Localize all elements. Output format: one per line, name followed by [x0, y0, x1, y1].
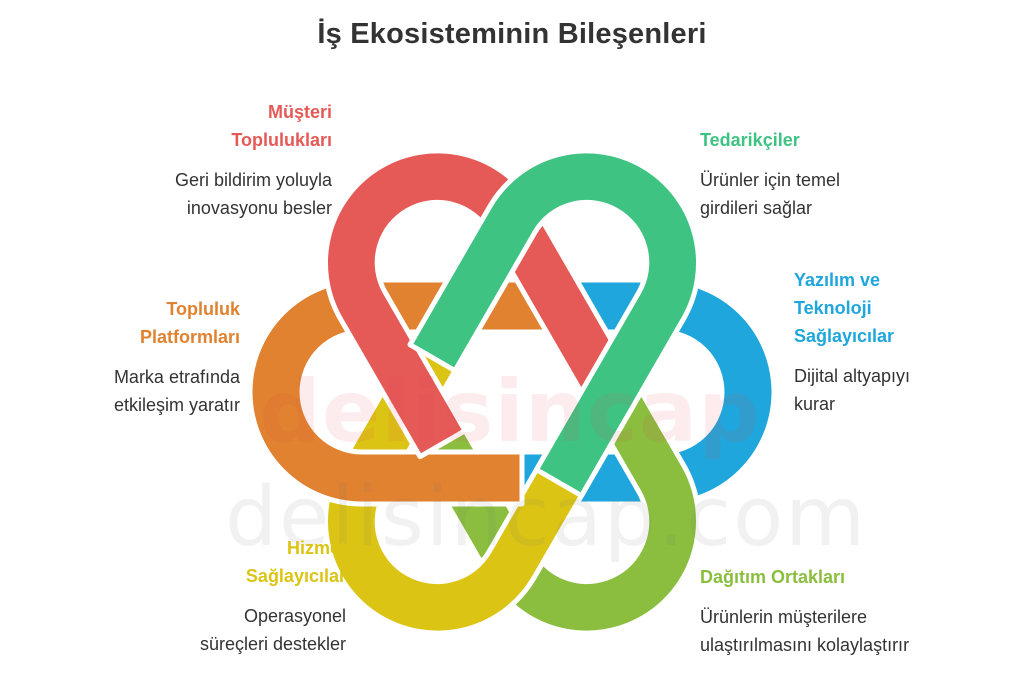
topluluk-title-line-2: Platformları: [139, 327, 240, 347]
yazilim-desc-line-2: kurar: [794, 394, 836, 414]
tedarik-title: Tedarikçiler: [700, 126, 1000, 154]
hizmet-desc-line-1: Operasyonel: [243, 606, 346, 626]
hizmet-desc-line-2: süreçleri destekler: [199, 634, 346, 654]
yazilim-description: Dijital altyapıyı kurar: [794, 362, 1004, 418]
dagitim-description: Ürünlerin müşterilere ulaştırılmasını ko…: [700, 603, 1010, 659]
dagitim-desc-line-2: ulaştırılmasını kolaylaştırır: [700, 635, 910, 655]
hizmet-title-line-2: Sağlayıcılar: [245, 566, 346, 586]
musteri-desc-line-1: Geri bildirim yoluyla: [174, 170, 332, 190]
hizmet-description: Operasyonel süreçleri destekler: [80, 602, 346, 658]
yazilim-desc-line-1: Dijital altyapıyı: [794, 366, 911, 386]
topluluk-title-line-1: Topluluk: [166, 299, 240, 319]
dagitim-title: Dağıtım Ortakları: [700, 563, 1010, 591]
yazilim-title-line-3: Sağlayıcılar: [794, 326, 895, 346]
dagitim-title-line-1: Dağıtım Ortakları: [700, 567, 846, 587]
musteri-desc-line-2: inovasyonu besler: [186, 198, 332, 218]
label-hizmet-saglayicilar: Hizmet Sağlayıcılar Operasyonel süreçler…: [80, 534, 346, 658]
topluluk-desc-line-2: etkileşim yaratır: [113, 395, 240, 415]
yazilim-title-line-1: Yazılım ve: [794, 270, 881, 290]
label-dagitim-ortaklari: Dağıtım Ortakları Ürünlerin müşterilere …: [700, 563, 1010, 659]
dagitim-desc-line-1: Ürünlerin müşterilere: [700, 607, 868, 627]
yazilim-title: Yazılım ve Teknoloji Sağlayıcılar: [794, 266, 1004, 350]
musteri-title-line-2: Toplulukları: [231, 130, 332, 150]
label-yazilim-teknoloji: Yazılım ve Teknoloji Sağlayıcılar Dijita…: [794, 266, 1004, 418]
tedarik-desc-line-2: girdileri sağlar: [700, 198, 813, 218]
musteri-description: Geri bildirim yoluyla inovasyonu besler: [80, 166, 332, 222]
tedarik-desc-line-1: Ürünler için temel: [700, 170, 841, 190]
hizmet-title-line-1: Hizmet: [286, 538, 346, 558]
label-tedarikciler: Tedarikçiler Ürünler için temel girdiler…: [700, 126, 1000, 222]
yazilim-title-line-2: Teknoloji: [794, 298, 872, 318]
musteri-title-line-1: Müşteri: [267, 102, 332, 122]
topluluk-title: Topluluk Platformları: [20, 295, 240, 351]
label-topluluk-platformlari: Topluluk Platformları Marka etrafında et…: [20, 295, 240, 419]
label-musteri-topluluklari: Müşteri Toplulukları Geri bildirim yoluy…: [80, 98, 332, 222]
tedarik-description: Ürünler için temel girdileri sağlar: [700, 166, 1000, 222]
topluluk-description: Marka etrafında etkileşim yaratır: [20, 363, 240, 419]
knot-loop-tedarik: [407, 148, 701, 499]
topluluk-desc-line-1: Marka etrafında: [113, 367, 240, 387]
tedarik-title-line-1: Tedarikçiler: [700, 130, 800, 150]
page-title: İş Ekosisteminin Bileşenleri: [317, 18, 707, 50]
musteri-title: Müşteri Toplulukları: [80, 98, 332, 154]
hizmet-title: Hizmet Sağlayıcılar: [80, 534, 346, 590]
knot-layer: [247, 148, 777, 636]
